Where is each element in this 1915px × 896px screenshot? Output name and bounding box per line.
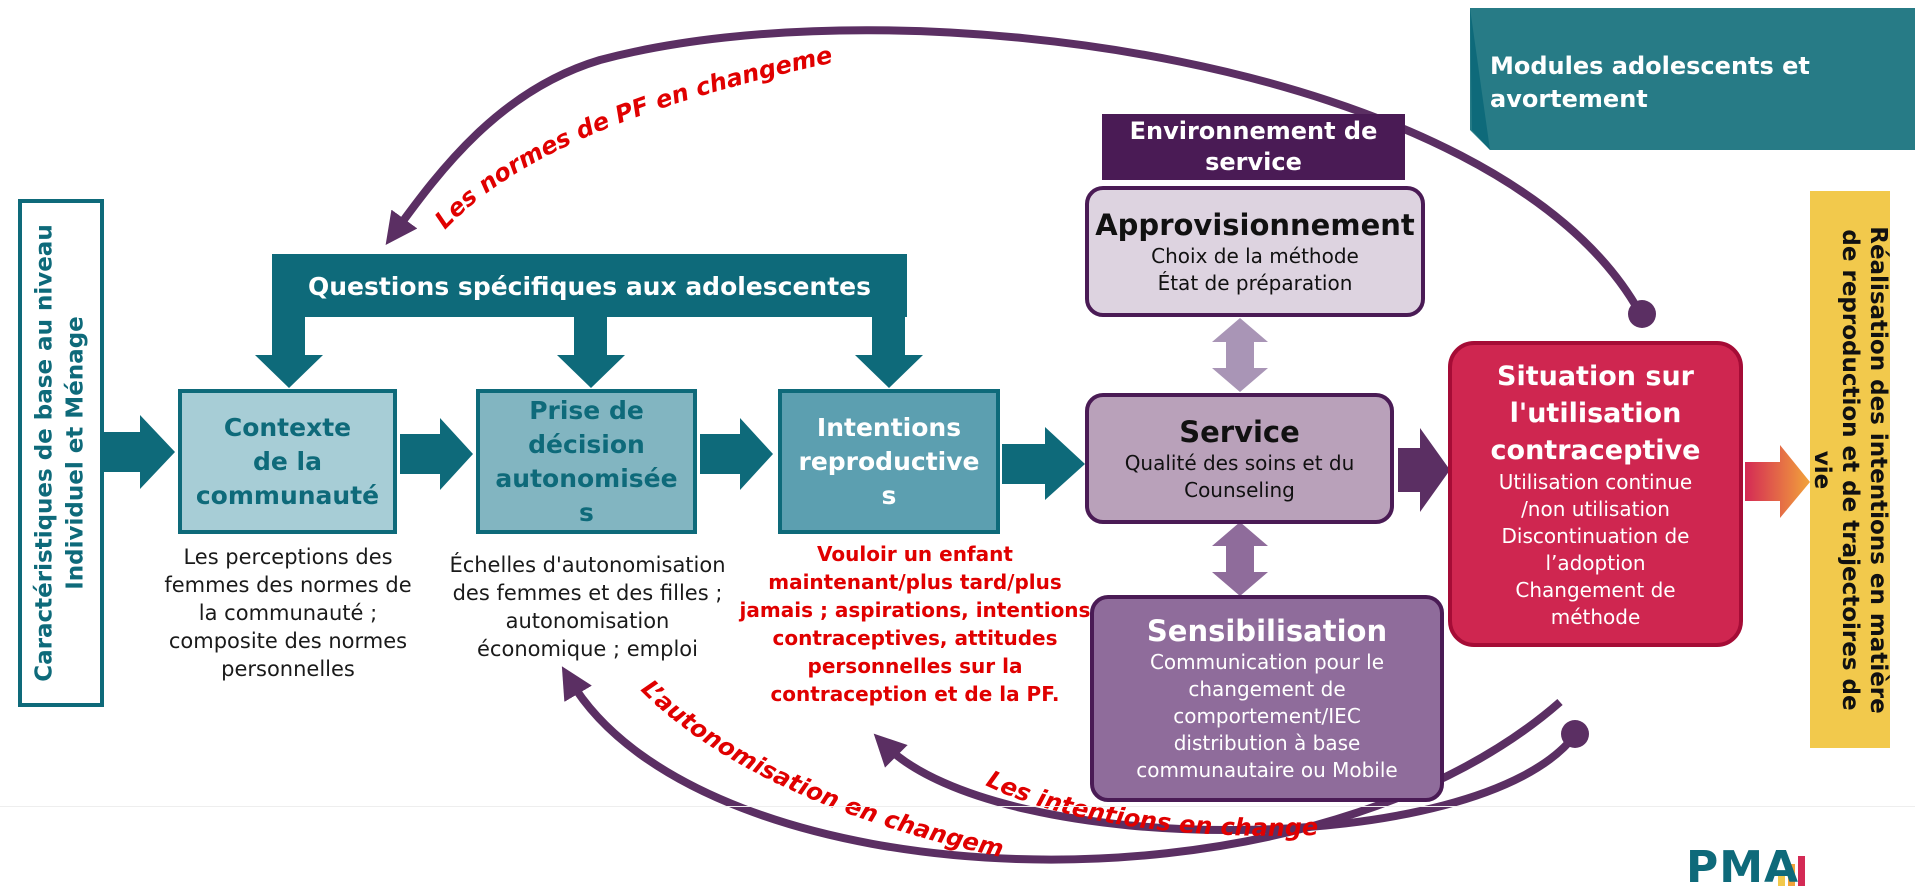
service-environment-header: Environnement de service [1102,114,1405,180]
sensib-line-5: communautaire ou Mobile [1136,758,1398,782]
intentions-line-3: s [881,480,897,510]
adolescent-bar-text: Questions spécifiques aux adolescentes [307,271,872,301]
caption-contexte: Les perceptions des femmes des normes de… [158,543,418,683]
caption-prise: Échelles d'autonomisation des femmes et … [440,551,735,663]
pma-logo-text: PMA [1686,842,1800,893]
caption-contexte-line-3: la communauté ; [198,601,378,625]
adolescent-bar-shape [272,255,907,317]
footer-divider [0,806,1915,807]
caption-prise-line-3: autonomisation [505,609,670,633]
double-arrow-appro-service [1212,318,1268,392]
arrow-prise-to-intentions [700,418,773,490]
caption-prise-line-4: économique ; emploi [477,637,698,661]
logo-bar-1 [1778,872,1785,886]
sensib-line-2: changement de [1188,677,1346,701]
caption-contexte-line-4: composite des normes [168,629,408,653]
arrow-left-to-contexte [103,415,175,489]
left-baseline-bar: Caractéristiques de base au niveau Indiv… [18,199,104,707]
left-bar-line-2: Individuel et Ménage [63,316,90,590]
appro-line-2: État de préparation [1157,270,1353,295]
sensib-line-4: distribution à base [1173,731,1361,755]
box-prise-decision: Prise de décision autonomisée s [476,389,697,534]
modules-banner-fold [1470,8,1490,150]
adolescent-bar-label: Questions spécifiques aux adolescentes [272,255,907,317]
top-arc-dot [1628,300,1656,328]
caption-contexte-line-2: femmes des normes de [164,573,412,597]
double-arrow-service-sensib [1212,522,1268,596]
logo-bar-2 [1788,864,1795,886]
adolescent-arrow-1 [255,317,323,388]
intentions-line-2: reproductive [798,446,980,476]
modules-line-2: avortement [1490,85,1648,113]
adolescent-arrow-3 [855,317,923,388]
top-feedback-arc [385,26,1644,315]
box-service: Service Qualité des soins et du Counseli… [1085,393,1394,524]
arrow-situation-to-outcome [1745,445,1810,518]
sensib-title: Sensibilisation [1146,614,1388,648]
arrow-contexte-to-prise [400,418,473,490]
caption-intentions-line-4: contraceptives, attitudes [772,626,1058,650]
left-bar-line-1: Caractéristiques de base au niveau [32,224,59,682]
prise-line-4: s [579,497,594,527]
right-outcome-bar: Réalisation des intentions en matière de… [1809,191,1891,748]
caption-intentions-line-2: maintenant/plus tard/plus [768,570,1062,594]
logo-bar-3 [1798,856,1805,886]
caption-prise-line-2: des femmes et des filles ; [452,581,723,605]
situation-line-3: Discontinuation de [1501,523,1690,548]
contexte-line-2: de la [253,446,322,476]
intentions-line-1: Intentions [816,412,962,442]
situation-title-2: l'utilisation [1509,397,1682,429]
situation-line-6: méthode [1550,604,1641,629]
situation-line-4: l’adoption [1545,550,1646,575]
modules-banner-shape [1470,8,1915,150]
sensib-line-3: comportement/IEC [1173,704,1361,728]
situation-line-1: Utilisation continue [1498,469,1693,494]
modules-line-1: Modules adolescents et [1490,52,1810,80]
caption-intentions-line-3: jamais ; aspirations, intentions [739,598,1091,622]
service-env-line-2: service [1205,148,1302,176]
arrow-intentions-to-service [1002,427,1085,500]
box-sensibilisation: Sensibilisation Communication pour le ch… [1090,595,1444,802]
box-contexte: Contexte de la communauté [178,389,397,534]
arrow-service-to-situation [1398,428,1450,512]
prise-line-3: autonomisée [495,463,678,493]
bottom-inner-arc [873,732,1579,835]
contexte-line-1: Contexte [223,412,352,442]
situation-title-1: Situation sur [1497,360,1694,392]
appro-line-1: Choix de la méthode [1151,243,1359,268]
bottom-arc-dot [1561,720,1589,748]
caption-contexte-line-5: personnelles [221,657,355,681]
caption-prise-line-1: Échelles d'autonomisation [449,553,726,577]
right-bar-line-2: de reproduction et de trajectoires de [1837,228,1863,711]
box-intentions: Intentions reproductive s [778,389,1000,534]
adolescent-arrow-2 [557,317,625,388]
box-situation: Situation sur l'utilisation contraceptiv… [1448,341,1743,647]
right-bar-line-1: Réalisation des intentions en matière [1865,225,1891,714]
caption-intentions-line-1: Vouloir un enfant [817,542,1013,566]
situation-title-3: contraceptive [1490,434,1701,466]
right-bar-line-3: vie [1809,450,1835,489]
caption-intentions-line-5: personnelles sur la [807,654,1023,678]
box-approvisionnement: Approvisionnement Choix de la méthode Ét… [1085,186,1425,317]
service-title: Service [1179,414,1300,449]
pma-logo: PMA [1686,846,1799,890]
caption-contexte-line-1: Les perceptions des [183,545,393,569]
prise-line-1: Prise de [529,395,644,425]
service-line-2: Counseling [1184,477,1295,502]
caption-intentions: Vouloir un enfant maintenant/plus tard/p… [735,540,1095,708]
service-line-1: Qualité des soins et du [1124,450,1355,475]
appro-title: Approvisionnement [1095,207,1415,242]
modules-banner: Modules adolescents et avortement [1490,50,1890,116]
sensib-line-1: Communication pour le [1149,650,1385,674]
prise-line-2: décision [528,429,645,459]
situation-line-5: Changement de [1515,577,1676,602]
contexte-line-3: communauté [195,480,380,510]
caption-intentions-line-6: contraception et de la PF. [770,682,1060,706]
service-env-line-1: Environnement de [1129,117,1378,145]
situation-line-2: /non utilisation [1521,496,1670,521]
